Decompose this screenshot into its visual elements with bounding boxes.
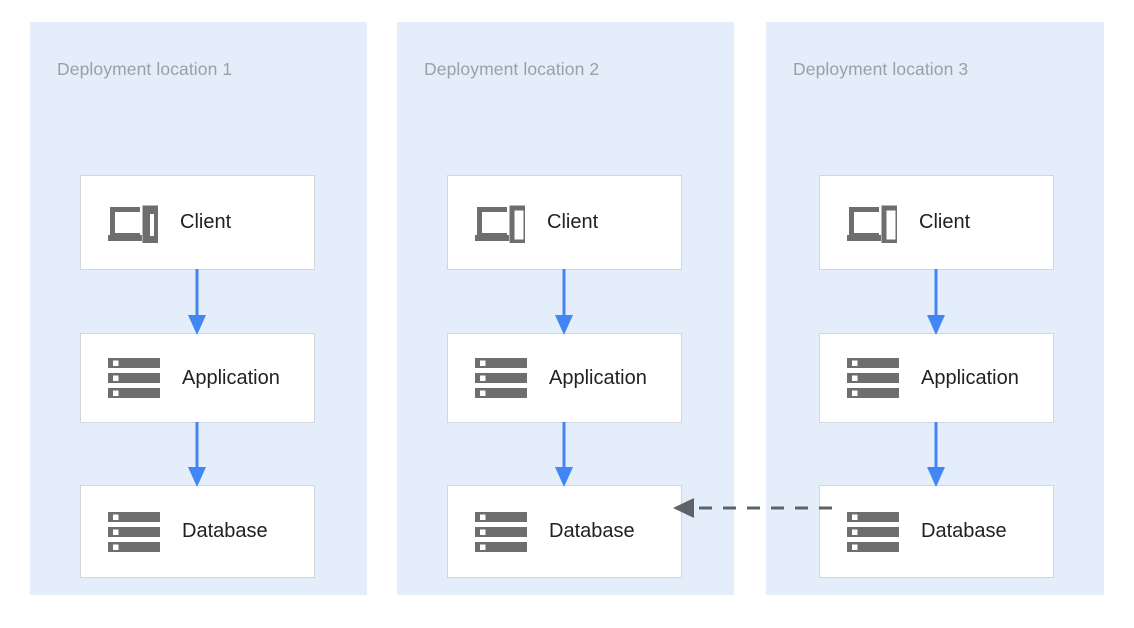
devices-icon	[847, 205, 897, 243]
server-icon	[847, 511, 899, 552]
zone-2-node-application-label: Application	[549, 366, 647, 389]
zone-1-node-database-label: Database	[182, 520, 268, 542]
zone-3-arrow-client-to-application	[927, 269, 945, 335]
zone-1-node-application[interactable]: Application	[80, 333, 315, 423]
zone-2-arrow-client-to-application	[555, 269, 573, 335]
deployment-zone-3: Deployment location 3 Client Application	[766, 22, 1104, 595]
zone-1-node-client-label: Client	[180, 211, 232, 233]
zone-2-node-client-label: Client	[547, 211, 599, 233]
zone-3-arrow-application-to-database	[927, 422, 945, 487]
zone-2-title: Deployment location 2	[424, 59, 600, 79]
zone-3-node-database-label: Database	[921, 520, 1007, 542]
zone-3-node-application-label: Application	[921, 366, 1019, 389]
zone-3-title: Deployment location 3	[793, 59, 969, 79]
zone-1-node-application-label: Application	[182, 366, 280, 389]
zone-3-node-client-label: Client	[919, 211, 971, 233]
zone-2-node-application[interactable]: Application	[447, 333, 682, 423]
zone-2-node-client[interactable]: Client	[447, 175, 682, 270]
zone-2-node-database-label: Database	[549, 520, 635, 542]
zone-1-title: Deployment location 1	[57, 59, 233, 79]
zone-3-node-application[interactable]: Application	[819, 333, 1054, 423]
zone-1-arrow-application-to-database	[188, 422, 206, 487]
server-icon	[108, 358, 160, 398]
zone-2-arrow-application-to-database	[555, 422, 573, 487]
server-icon	[475, 511, 527, 552]
zone-2-node-database[interactable]: Database	[447, 485, 682, 578]
zone-3-node-client[interactable]: Client	[819, 175, 1054, 270]
zone-1-node-client[interactable]: Client	[80, 175, 315, 270]
deployment-zone-2: Deployment location 2 Client Application	[397, 22, 734, 595]
server-icon	[847, 358, 899, 398]
zone-3-node-database[interactable]: Database	[819, 485, 1054, 578]
server-icon	[108, 511, 160, 552]
zone-1-arrow-client-to-application	[188, 269, 206, 335]
devices-icon	[475, 205, 525, 243]
zone-1-node-database[interactable]: Database	[80, 485, 315, 578]
server-icon	[475, 358, 527, 398]
devices-icon	[108, 205, 158, 243]
deployment-zone-1: Deployment location 1 Client Application	[30, 22, 367, 595]
